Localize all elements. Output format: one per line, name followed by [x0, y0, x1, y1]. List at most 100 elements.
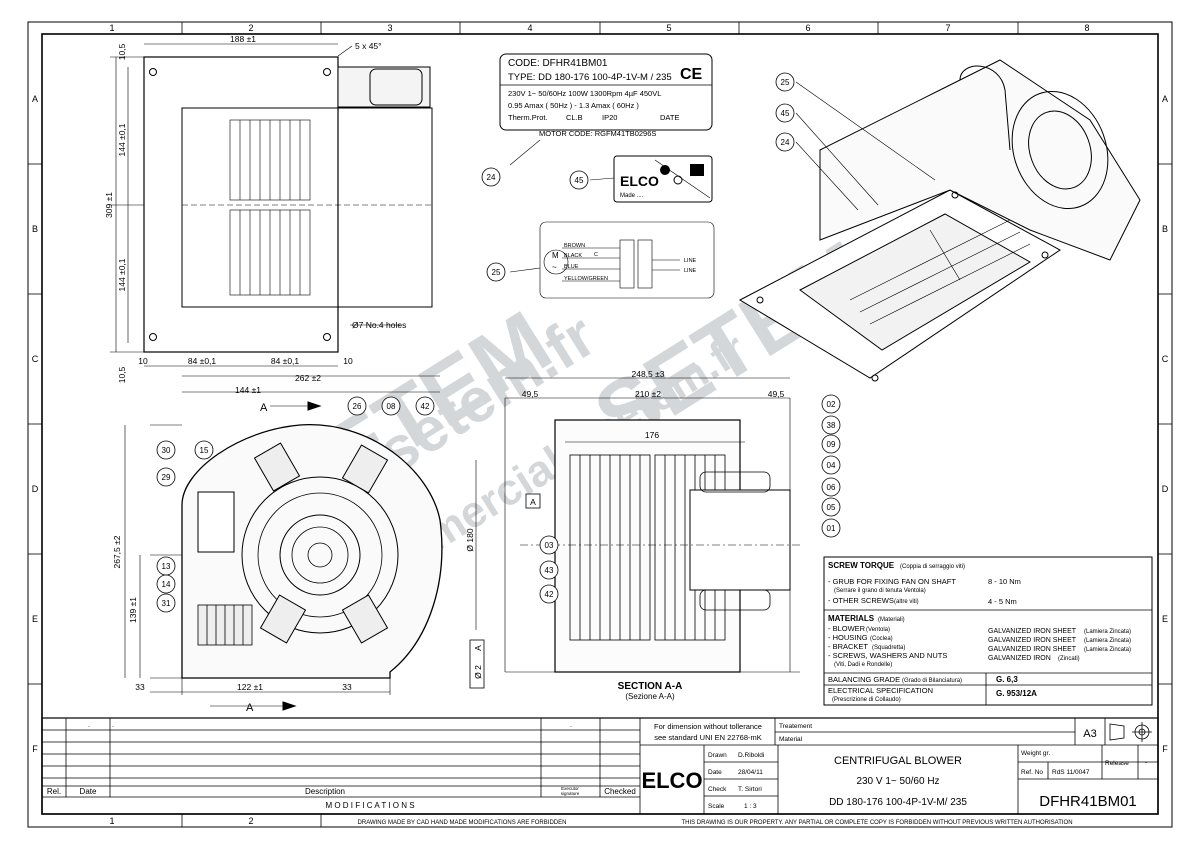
- balloon-24-iso: 24: [781, 138, 790, 147]
- balloon-43: 43: [545, 566, 554, 575]
- dim-210: 210 ±2: [635, 389, 661, 399]
- dim-49b: 49,5: [768, 389, 785, 399]
- dim-total-248: 248,5 ±3: [631, 369, 664, 379]
- date-value: 28/04/11: [738, 769, 763, 776]
- grid-col-1-bottom: 1: [109, 816, 114, 826]
- nameplate-motor-code: MOTOR CODE: RGFM41TB0296S: [539, 129, 656, 138]
- balloon-03: 03: [545, 541, 554, 550]
- material-value-3: GALVANIZED IRON SHEET: [988, 646, 1077, 653]
- grid-row-d: D: [32, 484, 39, 494]
- section-ref-a: A: [530, 497, 536, 507]
- dim-height-139: 139 ±1: [128, 597, 138, 623]
- release-label: Release: [1105, 760, 1129, 767]
- section-subtitle: (Sezione A-A): [625, 692, 675, 701]
- dim-bottom-84a: 84 ±0,1: [188, 356, 217, 366]
- dim-bottom-right: 10: [343, 356, 353, 366]
- ref-value: RdS 11/0047: [1052, 769, 1090, 776]
- dim-half-bottom: 144 ±0,1: [117, 258, 127, 291]
- sticker-made: Made ....: [620, 193, 644, 199]
- spec-table: SCREW TORQUE (Coppia di serraggio viti) …: [823, 556, 1153, 706]
- material-value-1-it: (Lamiera Zincata): [1084, 629, 1131, 635]
- grid-col-4: 4: [527, 23, 532, 33]
- material-blower-it: (Ventola): [866, 627, 890, 633]
- mod-header-date: Date: [80, 787, 97, 796]
- section-arrow-a-top: A: [260, 402, 268, 414]
- wire-black: BLACK: [564, 253, 582, 259]
- electrical-label: ELECTRICAL SPECIFICATION: [828, 686, 933, 695]
- grid-row-f: F: [32, 744, 38, 754]
- torque-heading: SCREW TORQUE: [828, 561, 895, 570]
- wiring-diagram: [509, 221, 715, 299]
- nameplate-type: TYPE: DD 180-176 100-4P-1V-M / 235: [508, 72, 672, 83]
- material-label: Material: [779, 736, 803, 743]
- date-label: Date: [708, 769, 722, 776]
- grid-row-e-right: E: [1162, 614, 1168, 624]
- torque-grub-value: 8 - 10 Nm: [988, 577, 1021, 586]
- scale-value: 1 : 3: [744, 803, 757, 810]
- section-dimensions: 248,5 ±3 49,5 210 ±2 49,5 176 Ø 180 A Ø …: [465, 369, 785, 701]
- dim-half-top: 144 ±0,1: [117, 123, 127, 156]
- torque-other: - OTHER SCREWS: [828, 596, 894, 605]
- material-blower: - BLOWER: [828, 624, 866, 633]
- torque-grub-it: (Serrare il grano di tenuta Ventola): [834, 588, 926, 594]
- balloon-14: 14: [162, 580, 171, 589]
- balloon-05: 05: [827, 503, 836, 512]
- ref-label: Ref. No: [1021, 769, 1043, 776]
- balloon-01: 01: [827, 524, 836, 533]
- material-bracket-it: (Squadretta): [872, 645, 905, 651]
- nameplate-therm: Therm.Prot.: [508, 113, 548, 122]
- drawing-title: CENTRIFUGAL BLOWER: [834, 755, 962, 767]
- dim-176: 176: [645, 430, 659, 440]
- grid-col-2-bottom: 2: [248, 816, 253, 826]
- mod-rel-dot: .: [88, 722, 90, 729]
- footer-left: DRAWING MADE BY CAD HAND MADE MODIFICATI…: [358, 820, 567, 826]
- plan-view: [110, 43, 433, 367]
- scale-label: Scale: [708, 803, 725, 810]
- sheet-size: A3: [1083, 728, 1096, 740]
- dim-width-262: 262 ±2: [295, 373, 321, 383]
- dim-width-188: 188 ±1: [230, 34, 256, 44]
- section-arrow-a-bottom: A: [246, 702, 254, 714]
- wire-motor-m: M: [552, 251, 559, 260]
- electrical-value: G. 953/12A: [996, 689, 1037, 698]
- dim-top-margin: 10,5: [117, 43, 127, 60]
- tolerance-note-1: For dimension without tollerance: [654, 722, 762, 731]
- material-value-4-it: (Zincati): [1058, 656, 1080, 662]
- treatment-label: Treatement: [779, 723, 812, 730]
- dim-width-144: 144 ±1: [235, 385, 261, 395]
- check-label: Check: [708, 786, 727, 793]
- balloon-29: 29: [162, 473, 171, 482]
- wire-capacitor: C: [594, 252, 598, 258]
- wire-blue: BLUE: [564, 264, 579, 270]
- materials-heading-it: (Materiali): [878, 617, 905, 623]
- balancing-value: G. 6,3: [996, 675, 1018, 684]
- nameplate: CODE: DFHR41BM01 TYPE: DD 180-176 100-4P…: [499, 53, 713, 166]
- material-value-2: GALVANIZED IRON SHEET: [988, 637, 1077, 644]
- mod-header-checked: Checked: [604, 787, 636, 796]
- nameplate-code: CODE: DFHR41BM01: [508, 58, 608, 69]
- mod-header-rel: Rel.: [47, 787, 61, 796]
- balloon-31: 31: [162, 599, 171, 608]
- grid-col-2: 2: [248, 23, 253, 33]
- grid-row-e: E: [32, 614, 38, 624]
- balloon-45-sticker: 45: [575, 176, 584, 185]
- grid-col-7: 7: [945, 23, 950, 33]
- drawing-code: DFHR41BM01: [1039, 793, 1137, 810]
- front-view: [124, 375, 443, 711]
- balloon-24-plate: 24: [487, 173, 496, 182]
- grid-col-8: 8: [1084, 23, 1089, 33]
- tolerance-note-2: see standard UNI EN 22768-mK: [654, 733, 762, 742]
- mod-header-signature: signature: [561, 791, 580, 796]
- plan-dimensions: 188 ±1 5 x 45° 10,5 309 ±1 144 ±0,1 144 …: [104, 34, 406, 383]
- balloon-42-section: 42: [545, 590, 554, 599]
- dim-bottom-margin: 10,5: [117, 366, 127, 383]
- nameplate-class: CL.B: [566, 113, 583, 122]
- material-value-2-it: (Lamiera Zincata): [1084, 638, 1131, 644]
- balloon-30: 30: [162, 446, 171, 455]
- balloon-45-iso: 45: [781, 109, 790, 118]
- wire-brown: BROWN: [564, 243, 585, 249]
- title-block-text: . . . Rel. Date Description Executor sig…: [47, 722, 1148, 826]
- dim-bottom-84b: 84 ±0,1: [271, 356, 300, 366]
- wire-line-a: LINE: [684, 258, 697, 264]
- dim-diameter-180: Ø 180: [465, 528, 475, 551]
